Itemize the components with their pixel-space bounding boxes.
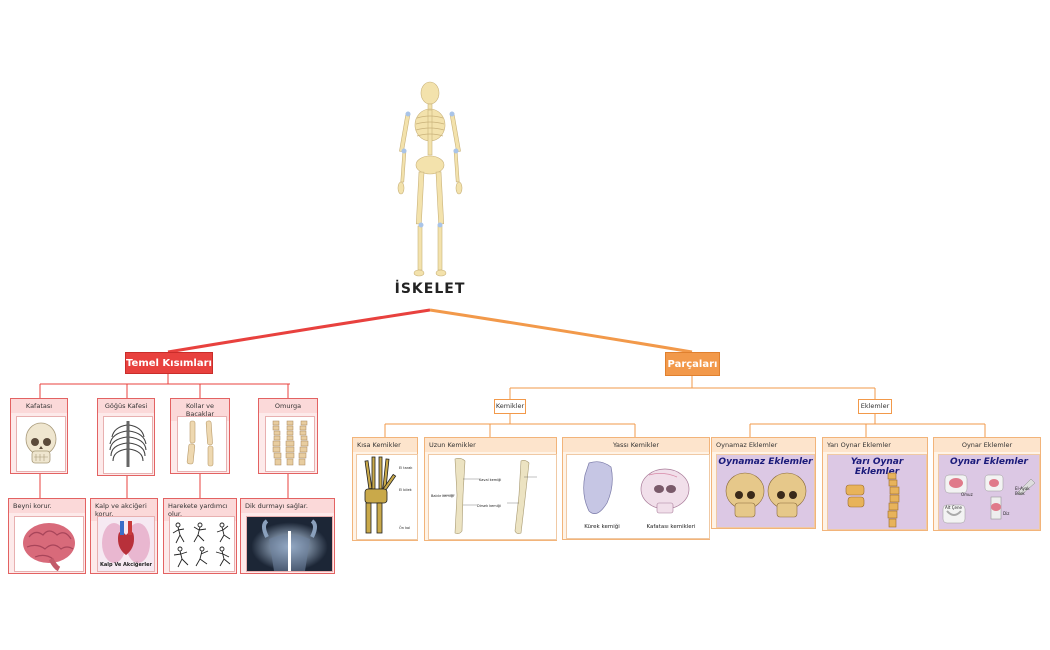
- image-caption: Diz: [1003, 511, 1010, 516]
- card-label: Kısa Kemikler: [353, 438, 417, 452]
- card-gogus-function: Kalp ve akciğeri korur. Kalp Ve Akciğerl…: [90, 498, 158, 574]
- limbs-image: [177, 416, 227, 472]
- immovable-joints-image: Oynamaz Eklemler: [716, 454, 815, 528]
- svg-text:Dirsek kemiği: Dirsek kemiği: [477, 504, 501, 508]
- card-desc: Dik durmayı sağlar.: [241, 499, 334, 513]
- card-oynar-eklemler: Oynar Eklemler Oynar Eklemler Omuz El-Ay…: [933, 437, 1041, 531]
- image-caption: Kalp Ve Akciğerler: [100, 562, 152, 568]
- image-title: Oynar Eklemler: [950, 457, 1028, 467]
- movable-joints-image: Oynar Eklemler Omuz El-Ayak Bilek Alt Çe…: [938, 454, 1040, 530]
- image-caption: Alt Çene: [945, 505, 962, 510]
- slightly-movable-joints-image: Yarı Oynar Eklemler: [827, 454, 927, 530]
- image-caption: Kürek kemiği: [584, 524, 620, 530]
- ribcage-image: [103, 416, 153, 474]
- card-label: Kafatası: [11, 399, 67, 413]
- card-yari-oynar-eklemler: Yarı Oynar Eklemler Yarı Oynar Eklemler: [822, 437, 928, 531]
- card-kisa-kemikler: Kısa Kemikler El tarak El bilek Ön kol: [352, 437, 418, 541]
- flat-bones-image: Kürek kemiği Kafatası kemikleri: [566, 454, 710, 539]
- card-label: Uzun Kemikler: [425, 438, 556, 452]
- skeleton-illustration: [397, 81, 463, 277]
- card-kafatasi: Kafatası: [10, 398, 68, 474]
- card-label: Omurga: [259, 399, 317, 413]
- kemikler-node: Kemikler: [494, 399, 526, 414]
- card-label: Oynamaz Eklemler: [712, 438, 815, 452]
- image-caption: Kafatası kemikleri: [646, 524, 696, 530]
- card-omurga: Omurga: [258, 398, 318, 474]
- spine-image: [265, 416, 315, 472]
- image-title: Oynamaz Eklemler: [718, 457, 813, 467]
- brain-image: [14, 516, 84, 572]
- card-omurga-function: Dik durmayı sağlar.: [240, 498, 335, 574]
- card-kafatasi-function: Beyni korur.: [8, 498, 86, 574]
- card-label: Oynar Eklemler: [934, 438, 1040, 452]
- image-caption: El-Ayak Bilek: [1015, 486, 1030, 496]
- card-desc: Beyni korur.: [9, 499, 85, 513]
- svg-text:Kaval kemiği: Kaval kemiği: [479, 478, 501, 482]
- image-caption: Omuz: [961, 492, 973, 497]
- back-spine-image: [246, 516, 333, 572]
- left-branch-header: Temel Kısımları: [125, 352, 213, 374]
- card-gogus-kafesi: Göğüs Kafesi: [97, 398, 155, 476]
- card-oynamaz-eklemler: Oynamaz Eklemler Oynamaz Eklemler: [711, 437, 816, 529]
- card-label: Göğüs Kafesi: [98, 399, 154, 413]
- card-kollar-function: Harekete yardımcı olur.: [163, 498, 237, 574]
- card-desc: Harekete yardımcı olur.: [164, 499, 236, 521]
- long-bones-image: Kaval kemiği Baldır kemiği Dirsek kemiği: [428, 454, 557, 540]
- heart-lungs-image: Kalp Ve Akciğerler: [97, 516, 155, 572]
- card-kollar-bacaklar: Kollar ve Bacaklar: [170, 398, 230, 474]
- hand-bones-image: El tarak El bilek Ön kol: [356, 454, 418, 540]
- svg-text:Baldır kemiği: Baldır kemiği: [431, 494, 454, 498]
- skull-image: [16, 416, 66, 472]
- card-yassi-kemikler: Yassı Kemikler Kürek kemiği Kafatası kem…: [562, 437, 710, 540]
- eklemler-node: Eklemler: [858, 399, 892, 414]
- card-label: Kollar ve Bacaklar: [171, 399, 229, 421]
- svg-text:El tarak: El tarak: [399, 466, 413, 470]
- card-label: Yarı Oynar Eklemler: [823, 438, 927, 452]
- card-desc: Kalp ve akciğeri korur.: [91, 499, 157, 521]
- diagram-title: İSKELET: [394, 281, 466, 297]
- svg-text:El bilek: El bilek: [399, 488, 413, 492]
- movement-image: [169, 516, 235, 572]
- right-branch-header: Parçaları: [665, 352, 720, 376]
- svg-text:Ön kol: Ön kol: [399, 525, 410, 530]
- image-title: Yarı Oynar Eklemler: [850, 457, 904, 477]
- card-label: Yassı Kemikler: [563, 438, 709, 452]
- card-uzun-kemikler: Uzun Kemikler Kaval kemiği Baldır kemiği…: [424, 437, 557, 541]
